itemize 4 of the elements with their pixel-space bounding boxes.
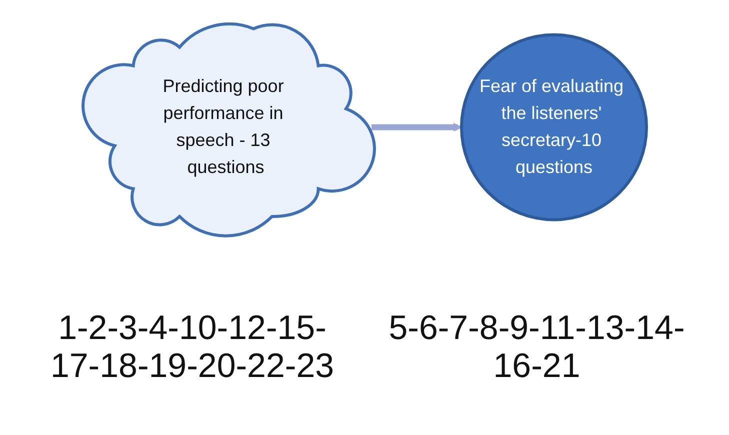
question-numbers: 1-2-3-4-10-12-15-17-18-19-20-22-23 [49,310,336,385]
question-numbers: 5-6-7-8-9-11-13-14-16-21 [388,310,686,385]
node-circle: Fear of evaluating the listeners' secretary-10 questions [460,33,648,222]
arrow [371,122,462,132]
